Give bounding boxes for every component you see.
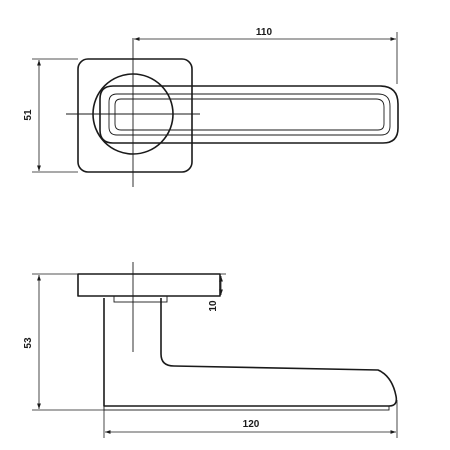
boss-side bbox=[113, 295, 168, 303]
top-view: 110 51 bbox=[23, 27, 399, 187]
dimension-label-120: 120 bbox=[243, 419, 260, 430]
dimension-label-51: 51 bbox=[23, 109, 34, 121]
lever-side-base bbox=[103, 405, 390, 411]
lever-outer bbox=[99, 85, 399, 144]
lever-inset bbox=[114, 98, 385, 131]
lever-side-profile bbox=[103, 298, 398, 407]
rosette-plate-side bbox=[77, 273, 221, 297]
lever-inner bbox=[108, 93, 391, 136]
square-rosette bbox=[77, 58, 193, 173]
dimension-label-110: 110 bbox=[256, 27, 273, 38]
dimension-label-53: 53 bbox=[23, 337, 34, 349]
dimension-label-10: 10 bbox=[208, 300, 219, 312]
side-view: 10 53 120 bbox=[23, 262, 398, 438]
